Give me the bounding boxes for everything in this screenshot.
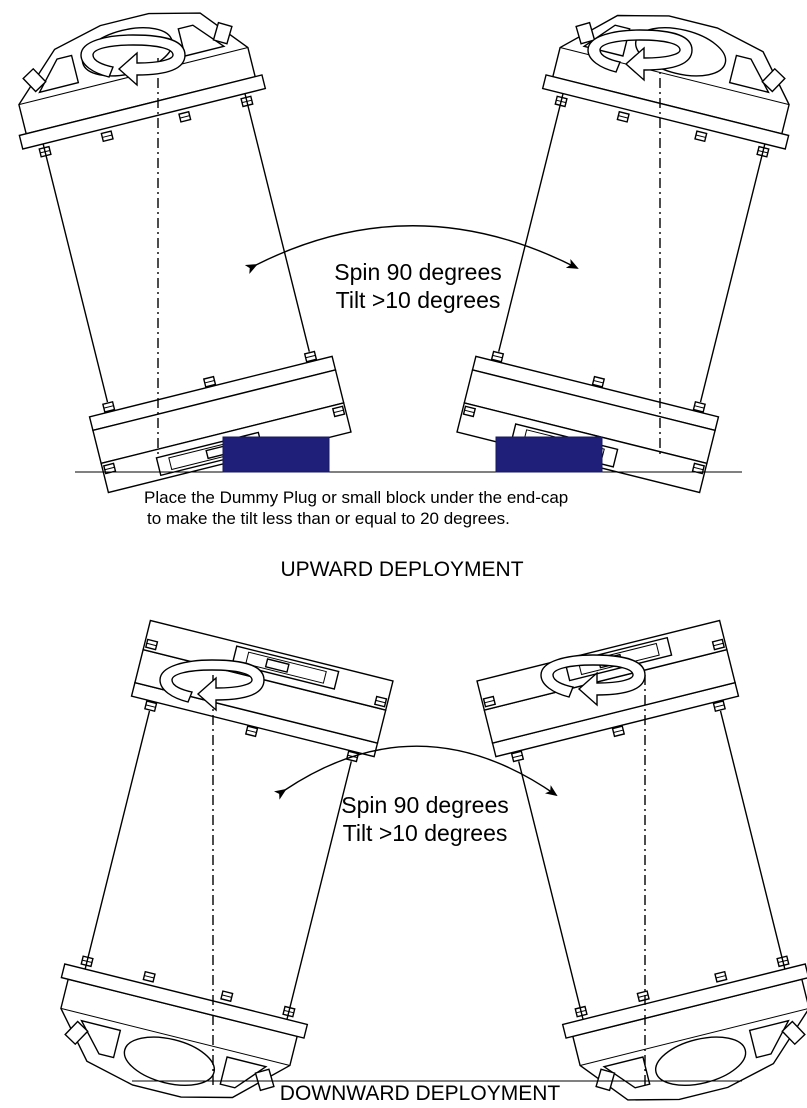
downward-tilt-label: Tilt >10 degrees bbox=[343, 820, 508, 846]
downward-spin-label: Spin 90 degrees bbox=[341, 792, 509, 818]
downward-right-instrument bbox=[477, 620, 807, 1108]
upward-tilt-label: Tilt >10 degrees bbox=[336, 287, 501, 313]
upward-left-block bbox=[222, 436, 330, 473]
upward-section: Spin 90 degrees Tilt >10 degrees Place t… bbox=[0, 0, 807, 581]
double-headed-arc-arrow-icon bbox=[244, 225, 579, 274]
upward-note-line1: Place the Dummy Plug or small block unde… bbox=[144, 488, 568, 507]
upward-right-block bbox=[495, 436, 603, 473]
upward-note-line2: to make the tilt less than or equal to 2… bbox=[147, 509, 510, 528]
upward-right-instrument bbox=[457, 0, 807, 493]
downward-heading: DOWNWARD DEPLOYMENT bbox=[280, 1082, 561, 1105]
downward-section: Spin 90 degrees Tilt >10 degrees DOWNWAR… bbox=[40, 620, 807, 1108]
upward-heading: UPWARD DEPLOYMENT bbox=[280, 558, 523, 581]
upward-spin-label: Spin 90 degrees bbox=[334, 259, 502, 285]
double-headed-arc-arrow-icon bbox=[273, 745, 558, 800]
